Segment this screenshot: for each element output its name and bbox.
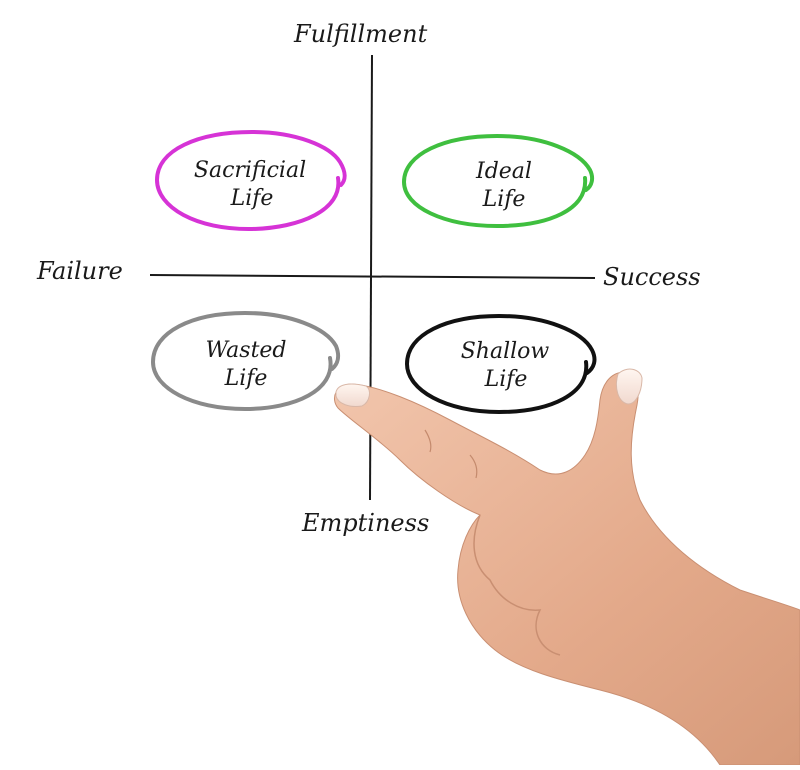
ellipse-wasted-life	[150, 310, 341, 412]
axis-label-left: Failure	[36, 257, 123, 285]
knuckle-crease	[469, 454, 478, 479]
label-shallow-life: Life	[484, 367, 528, 392]
label-sacrificial: Sacrificial	[194, 158, 306, 183]
label-wasted: Wasted	[205, 338, 286, 363]
index-fingernail	[335, 383, 370, 407]
quadrant-ideal-life: Ideal Life	[401, 133, 595, 229]
quadrant-sacrificial-life: Sacrificial Life	[154, 129, 347, 232]
horizontal-axis	[149, 274, 596, 279]
label-ideal-life: Life	[482, 187, 526, 212]
ellipse-sacrificial-life	[154, 129, 347, 232]
quadrant-shallow-life: Shallow Life	[404, 313, 597, 415]
label-wasted-life: Life	[224, 366, 268, 391]
ellipse-ideal-life	[401, 133, 595, 229]
pointing-hand-image	[334, 368, 800, 766]
label-sacrificial-life: Life	[230, 186, 274, 211]
label-shallow: Shallow	[461, 339, 550, 364]
label-ideal: Ideal	[475, 159, 532, 184]
axis-label-right: Success	[603, 263, 701, 291]
ellipse-shallow-life	[404, 313, 597, 415]
axis-label-bottom: Emptiness	[301, 509, 429, 537]
thumb-fingernail	[615, 368, 643, 405]
quadrant-wasted-life: Wasted Life	[150, 310, 341, 412]
hand-palm	[334, 371, 800, 766]
knuckle-crease	[424, 429, 432, 453]
hand-folded-fingers	[473, 514, 561, 656]
axis-label-top: Fulfillment	[293, 20, 428, 48]
